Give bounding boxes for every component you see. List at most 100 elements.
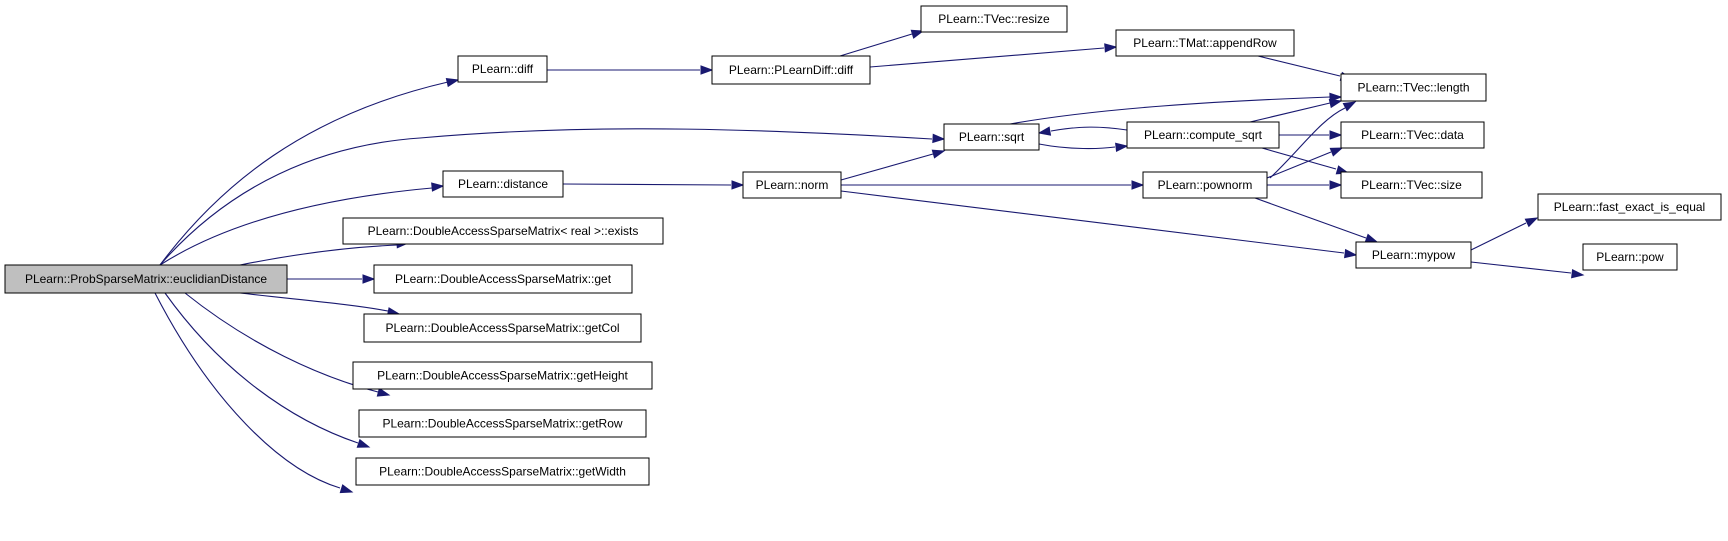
edge-line — [1050, 126, 1128, 132]
node-box — [1142, 171, 1268, 199]
arrowhead-icon — [700, 65, 714, 75]
edge-line — [869, 47, 1105, 68]
node-compute_sqrt[interactable]: PLearn::compute_sqrt — [1126, 121, 1280, 149]
edge-line — [154, 292, 341, 489]
node-label: PLearn::TVec::data — [1361, 128, 1464, 142]
edge-line — [239, 244, 399, 266]
arrowhead-icon — [1344, 248, 1358, 259]
edge-appendrow-to-length — [1257, 55, 1354, 81]
edge-root-to-sqrt — [159, 128, 946, 266]
node-label: PLearn::mypow — [1372, 248, 1456, 262]
node-getwidth[interactable]: PLearn::DoubleAccessSparseMatrix::getWid… — [355, 457, 650, 486]
arrowhead-icon — [1131, 180, 1145, 190]
edge-root-to-getwidth — [154, 292, 354, 494]
edge-line — [1261, 147, 1337, 170]
node-pow[interactable]: PLearn::pow — [1582, 243, 1678, 271]
edge-line — [839, 33, 913, 57]
node-box — [943, 123, 1040, 151]
edge-line — [1249, 102, 1331, 123]
node-label: PLearn::PLearnDiff::diff — [729, 63, 854, 77]
node-diff[interactable]: PLearn::diff — [457, 55, 548, 83]
edge-mypow-to-fast_eq — [1470, 217, 1539, 251]
node-label: PLearn::DoubleAccessSparseMatrix::getCol — [385, 321, 619, 335]
edge-root-to-getcol — [239, 292, 401, 317]
arrowhead-icon — [1342, 101, 1357, 112]
node-label: PLearn::TVec::size — [1361, 178, 1462, 192]
edge-line — [159, 128, 933, 266]
edge-compute_sqrt-to-data — [1279, 130, 1343, 140]
node-label: PLearn::DoubleAccessSparseMatrix::getRow — [382, 417, 622, 431]
arrowhead-icon — [445, 77, 460, 88]
edge-line — [562, 183, 732, 186]
edge-root-to-get — [287, 274, 376, 284]
arrowhead-icon — [362, 274, 376, 284]
node-get[interactable]: PLearn::DoubleAccessSparseMatrix::get — [373, 264, 633, 294]
node-size[interactable]: PLearn::TVec::size — [1340, 171, 1483, 199]
node-box — [1115, 29, 1295, 57]
arrowhead-icon — [339, 484, 354, 494]
node-label: PLearn::diff — [472, 62, 534, 76]
node-getrow[interactable]: PLearn::DoubleAccessSparseMatrix::getRow — [358, 409, 647, 438]
edge-root-to-getrow — [164, 292, 371, 448]
edge-compute_sqrt-to-sqrt — [1037, 126, 1128, 136]
arrowhead-icon — [1104, 43, 1118, 53]
node-label: PLearn::TVec::length — [1357, 81, 1469, 95]
arrowhead-icon — [731, 180, 745, 190]
arrowhead-icon — [1037, 126, 1052, 136]
node-getheight[interactable]: PLearn::DoubleAccessSparseMatrix::getHei… — [352, 361, 653, 390]
node-label: PLearn::pow — [1596, 250, 1664, 264]
arrowhead-icon — [932, 133, 946, 144]
edge-line — [164, 292, 359, 444]
node-plearndiff[interactable]: PLearn::PLearnDiff::diff — [711, 55, 871, 85]
edge-compute_sqrt-to-length — [1249, 98, 1343, 123]
arrowhead-icon — [356, 438, 371, 448]
node-sqrt[interactable]: PLearn::sqrt — [943, 123, 1040, 151]
node-label: PLearn::ProbSparseMatrix::euclidianDista… — [25, 272, 267, 286]
edge-pownorm-to-size — [1267, 180, 1343, 190]
edge-pownorm-to-data — [1266, 147, 1344, 179]
node-appendrow[interactable]: PLearn::TMat::appendRow — [1115, 29, 1295, 57]
node-box — [1340, 73, 1487, 102]
edges-layer — [154, 29, 1585, 494]
edge-line — [184, 292, 379, 393]
nodes-layer: PLearn::ProbSparseMatrix::euclidianDista… — [4, 5, 1722, 486]
edge-norm-to-mypow — [840, 190, 1358, 259]
edge-line — [1038, 143, 1116, 150]
arrowhead-icon — [1329, 130, 1343, 140]
node-label: PLearn::DoubleAccessSparseMatrix::getWid… — [379, 465, 626, 479]
node-box — [358, 409, 647, 438]
node-data[interactable]: PLearn::TVec::data — [1340, 121, 1485, 149]
edge-norm-to-sqrt — [840, 149, 946, 181]
edge-line — [840, 190, 1345, 254]
edge-distance-to-norm — [562, 180, 745, 190]
node-distance[interactable]: PLearn::distance — [442, 170, 564, 198]
node-box — [373, 264, 633, 294]
arrowhead-icon — [931, 149, 946, 159]
node-getcol[interactable]: PLearn::DoubleAccessSparseMatrix::getCol — [363, 313, 642, 343]
node-box — [1126, 121, 1280, 149]
edge-pownorm-to-mypow — [1254, 197, 1379, 243]
node-box — [1340, 121, 1485, 149]
node-label: PLearn::DoubleAccessSparseMatrix::getHei… — [377, 369, 628, 383]
node-label: PLearn::DoubleAccessSparseMatrix::get — [395, 272, 612, 286]
node-root[interactable]: PLearn::ProbSparseMatrix::euclidianDista… — [4, 264, 288, 294]
node-pownorm[interactable]: PLearn::pownorm — [1142, 171, 1268, 199]
arrowhead-icon — [1115, 142, 1129, 152]
node-fast_eq[interactable]: PLearn::fast_exact_is_equal — [1537, 193, 1722, 221]
edge-diff-to-plearndiff — [547, 65, 714, 75]
arrowhead-icon — [1364, 233, 1379, 243]
edge-mypow-to-pow — [1470, 261, 1585, 279]
node-label: PLearn::TMat::appendRow — [1133, 36, 1277, 50]
node-label: PLearn::TVec::resize — [938, 12, 1050, 26]
node-norm[interactable]: PLearn::norm — [742, 171, 842, 199]
arrowhead-icon — [1329, 92, 1343, 103]
edge-sqrt-to-compute_sqrt — [1038, 142, 1129, 152]
node-exists[interactable]: PLearn::DoubleAccessSparseMatrix< real >… — [342, 217, 664, 245]
node-length[interactable]: PLearn::TVec::length — [1340, 73, 1487, 102]
edge-pownorm-to-length — [1269, 101, 1357, 179]
node-box — [342, 217, 664, 245]
node-mypow[interactable]: PLearn::mypow — [1355, 241, 1472, 269]
node-resize[interactable]: PLearn::TVec::resize — [920, 5, 1068, 33]
node-label: PLearn::pownorm — [1158, 178, 1253, 192]
arrowhead-icon — [910, 29, 925, 39]
